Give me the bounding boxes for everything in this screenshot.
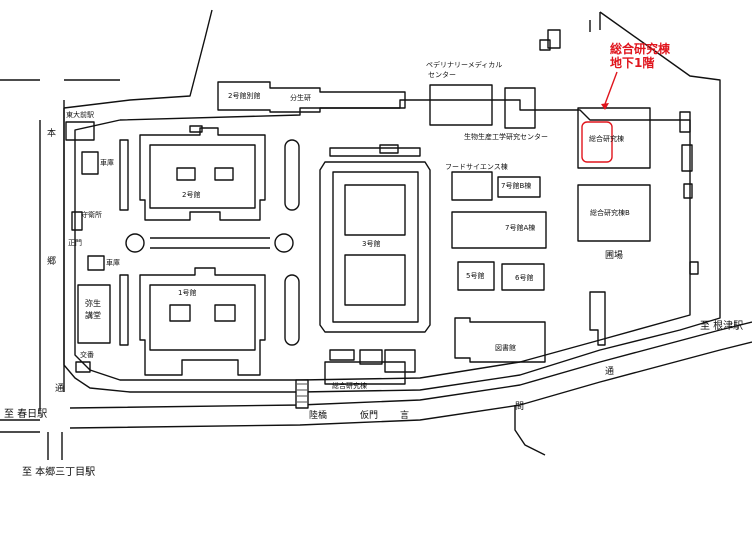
bldg-3 bbox=[319, 161, 431, 333]
highlight-line-1: 総合研究棟 bbox=[610, 42, 671, 56]
north-spur bbox=[589, 12, 601, 32]
bldg-farm-shed bbox=[589, 291, 606, 346]
label-dest-hongo3: 至 本郷三丁目駅 bbox=[22, 467, 96, 478]
label-bldg-6: 6号館 bbox=[515, 274, 534, 282]
label-biotech: 生物生産工学研究センター bbox=[464, 133, 548, 141]
highlight-line-2: 地下1階 bbox=[610, 55, 655, 70]
bldg-todai-mae bbox=[65, 121, 95, 141]
label-kari-mon: 仮門 bbox=[360, 411, 379, 421]
bldg-5 bbox=[457, 261, 495, 291]
label-koban: 交番 bbox=[80, 351, 94, 359]
bldg-1 bbox=[139, 267, 266, 376]
label-bunseito: 分生研 bbox=[290, 94, 311, 102]
label-bldg-5: 5号館 bbox=[466, 272, 485, 280]
label-kototoi-1: 言 bbox=[400, 411, 410, 421]
label-kototoi-2: 問 bbox=[515, 402, 525, 412]
bldg-research-main bbox=[577, 107, 651, 169]
kototoi-south-edge bbox=[69, 341, 752, 429]
label-research-b: 総合研究棟B bbox=[590, 209, 630, 217]
label-research-south: 総合研究棟 bbox=[332, 382, 367, 390]
label-main-gate: 正門 bbox=[68, 239, 82, 247]
bldg-2 bbox=[139, 127, 266, 221]
label-bldg-3: 3号館 bbox=[362, 240, 381, 248]
small-blocks-north bbox=[539, 29, 561, 51]
bldg-7a bbox=[451, 211, 547, 249]
label-pediatric: ペデリナリーメディカル bbox=[426, 61, 503, 69]
highlight-label: 総合研究棟 地下1階 bbox=[610, 42, 671, 71]
bldg-library bbox=[454, 317, 546, 363]
label-garage-lower: 車庫 bbox=[106, 259, 120, 267]
label-yayoi-2: 講堂 bbox=[85, 311, 101, 320]
label-hongo-2: 郷 bbox=[47, 257, 57, 267]
label-kototoi-3: 通 bbox=[605, 367, 615, 377]
label-bldg-1: 1号館 bbox=[178, 289, 197, 297]
label-research-main: 総合研究棟 bbox=[589, 135, 624, 143]
label-library: 図書館 bbox=[495, 344, 516, 352]
highlight-arrow bbox=[604, 71, 618, 105]
south-road-left bbox=[0, 419, 40, 433]
bldg-garage-lower bbox=[87, 255, 105, 271]
label-farm: 圃場 bbox=[605, 251, 624, 261]
label-dest-nezu: 至 根津駅 bbox=[700, 321, 744, 332]
bldg-2-annex bbox=[217, 81, 406, 113]
label-bldg-2: 2号館 bbox=[182, 191, 201, 199]
south-road-v bbox=[47, 432, 63, 460]
label-bldg-7b: 7号館B棟 bbox=[501, 182, 532, 190]
label-bldg-7a: 7号館A棟 bbox=[505, 224, 536, 232]
highlight-box bbox=[581, 121, 613, 163]
label-bldg-2-annex: 2号館別館 bbox=[228, 92, 261, 100]
label-pediatric-center: センター bbox=[428, 71, 456, 79]
label-hongo-1: 本 bbox=[47, 129, 57, 139]
label-dest-kasuga: 至 春日駅 bbox=[4, 409, 48, 420]
kototoi-side-road bbox=[514, 405, 546, 456]
bridge bbox=[295, 379, 309, 409]
bldg-guard bbox=[71, 211, 83, 231]
label-food-science: フードサイエンス棟 bbox=[445, 163, 508, 171]
bldg-7b bbox=[497, 176, 541, 198]
label-bridge: 陸橋 bbox=[309, 411, 328, 421]
bldg-pediatric bbox=[429, 84, 493, 126]
inner-road bbox=[74, 99, 691, 381]
label-garage-upper: 車庫 bbox=[100, 159, 114, 167]
roundabout-east bbox=[274, 233, 294, 253]
label-hongo-3: 通 bbox=[55, 384, 65, 394]
bldg-research-b bbox=[577, 184, 651, 242]
kototoi-north-edge bbox=[69, 321, 752, 409]
campus-boundary bbox=[63, 9, 721, 393]
bldg-research-south bbox=[324, 361, 406, 385]
bldg-6 bbox=[501, 263, 545, 291]
roundabout-west bbox=[125, 233, 145, 253]
bldg-biotech-small bbox=[504, 87, 536, 129]
label-todai-mae: 東大前駅 bbox=[66, 111, 94, 119]
bldg-koban bbox=[75, 361, 91, 373]
label-yayoi-1: 弥生 bbox=[85, 299, 101, 308]
label-guard: 守衛所 bbox=[81, 211, 102, 219]
bldg-garage-upper bbox=[81, 151, 99, 175]
bldg-yayoi bbox=[77, 284, 111, 344]
bldg-food-science bbox=[451, 171, 493, 201]
